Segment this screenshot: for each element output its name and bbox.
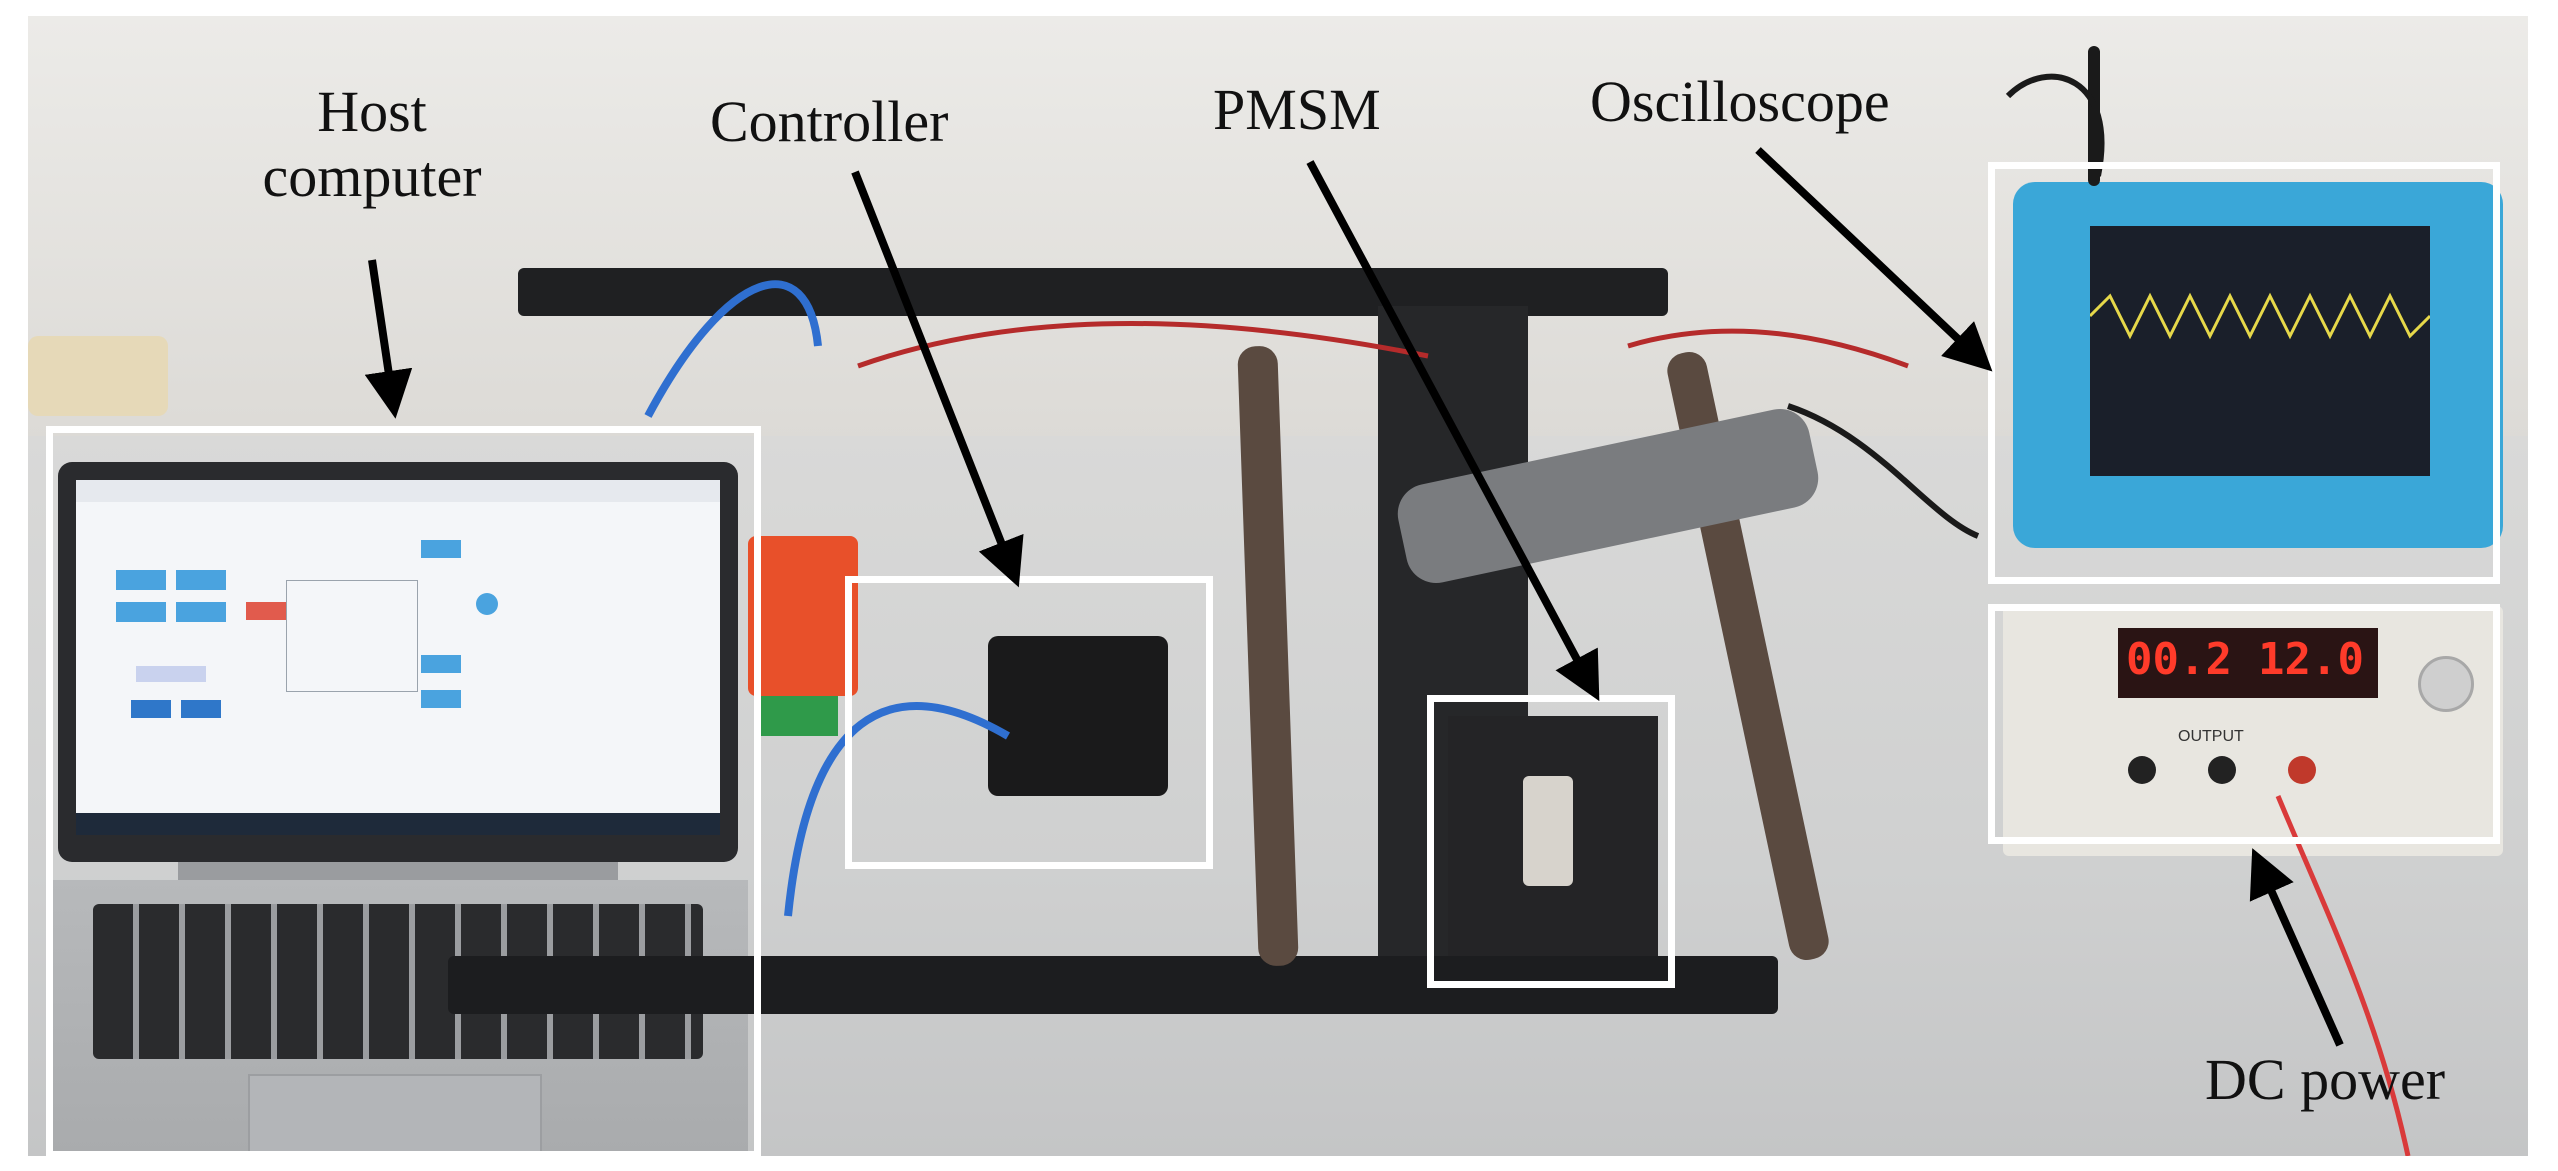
- supply-output-label: OUTPUT: [2178, 728, 2244, 745]
- laptop-hinge: [178, 862, 618, 880]
- app-toolbar: [76, 480, 720, 502]
- usb-cable: [784, 702, 1011, 917]
- power-cable: [1627, 328, 1909, 369]
- arrow-host-computer: [364, 259, 413, 419]
- controller-label: Controller: [710, 89, 949, 154]
- arrow-controller: [851, 170, 1024, 588]
- app-button: [131, 700, 171, 718]
- supply-knob: [2418, 656, 2474, 712]
- host-computer-box: [46, 426, 761, 1158]
- app-block-red: [246, 602, 286, 620]
- host-label-line2: computer: [262, 143, 482, 209]
- scope-cable: [2088, 46, 2100, 186]
- app-block: [421, 690, 461, 708]
- dc-power-box: [1988, 604, 2500, 844]
- pmsm-box: [1427, 695, 1675, 988]
- app-wires: [286, 580, 418, 692]
- signal-cable: [1787, 403, 1980, 539]
- supply-current-display: 00.2: [2126, 634, 2232, 685]
- scope-waveform: [2090, 292, 2430, 340]
- test-bench-photo: 00.2 12.0 OUTPUT: [28, 16, 2528, 1156]
- oscilloscope-trace: [2090, 292, 2430, 340]
- pmsm-label: PMSM: [1213, 77, 1381, 142]
- supply-display-panel: [2118, 628, 2378, 698]
- supply-terminal: [2128, 756, 2156, 784]
- signal-cable: [2005, 73, 2105, 177]
- controller-unit: [988, 636, 1168, 796]
- app-block: [116, 602, 166, 622]
- host-computer-label: Host computer: [232, 79, 512, 210]
- oscilloscope-label: Oscilloscope: [1590, 69, 1890, 134]
- app-block: [176, 570, 226, 590]
- controller-board-orange: [748, 536, 858, 696]
- laptop-screen: [76, 480, 720, 835]
- controller-box: [845, 576, 1213, 869]
- app-circle: [476, 593, 498, 615]
- laptop: [48, 452, 748, 1156]
- oscilloscope-box: [1988, 162, 2500, 584]
- app-block: [421, 655, 461, 673]
- motor-body: [1523, 776, 1573, 886]
- dc-power-label: DC power: [2205, 1047, 2446, 1112]
- app-placeholder: [136, 666, 206, 682]
- app-block: [116, 570, 166, 590]
- app-button: [181, 700, 221, 718]
- arrow-oscilloscope: [1755, 147, 1993, 372]
- beige-cup: [28, 336, 168, 416]
- app-block: [421, 540, 461, 558]
- arrow-pmsm: [1306, 160, 1600, 702]
- oscilloscope-screen: [2090, 226, 2430, 476]
- touchpad: [248, 1074, 542, 1156]
- supply-terminal: [2208, 756, 2236, 784]
- power-cable: [857, 321, 1429, 369]
- supply-terminal: [2288, 756, 2316, 784]
- host-label-line1: Host: [317, 79, 427, 144]
- terminal-block: [758, 696, 838, 736]
- app-block: [176, 602, 226, 622]
- supply-voltage-display: 12.0: [2258, 634, 2364, 685]
- usb-cable: [644, 280, 822, 418]
- taskbar: [76, 813, 720, 835]
- arrow-dc-power: [2249, 848, 2344, 1047]
